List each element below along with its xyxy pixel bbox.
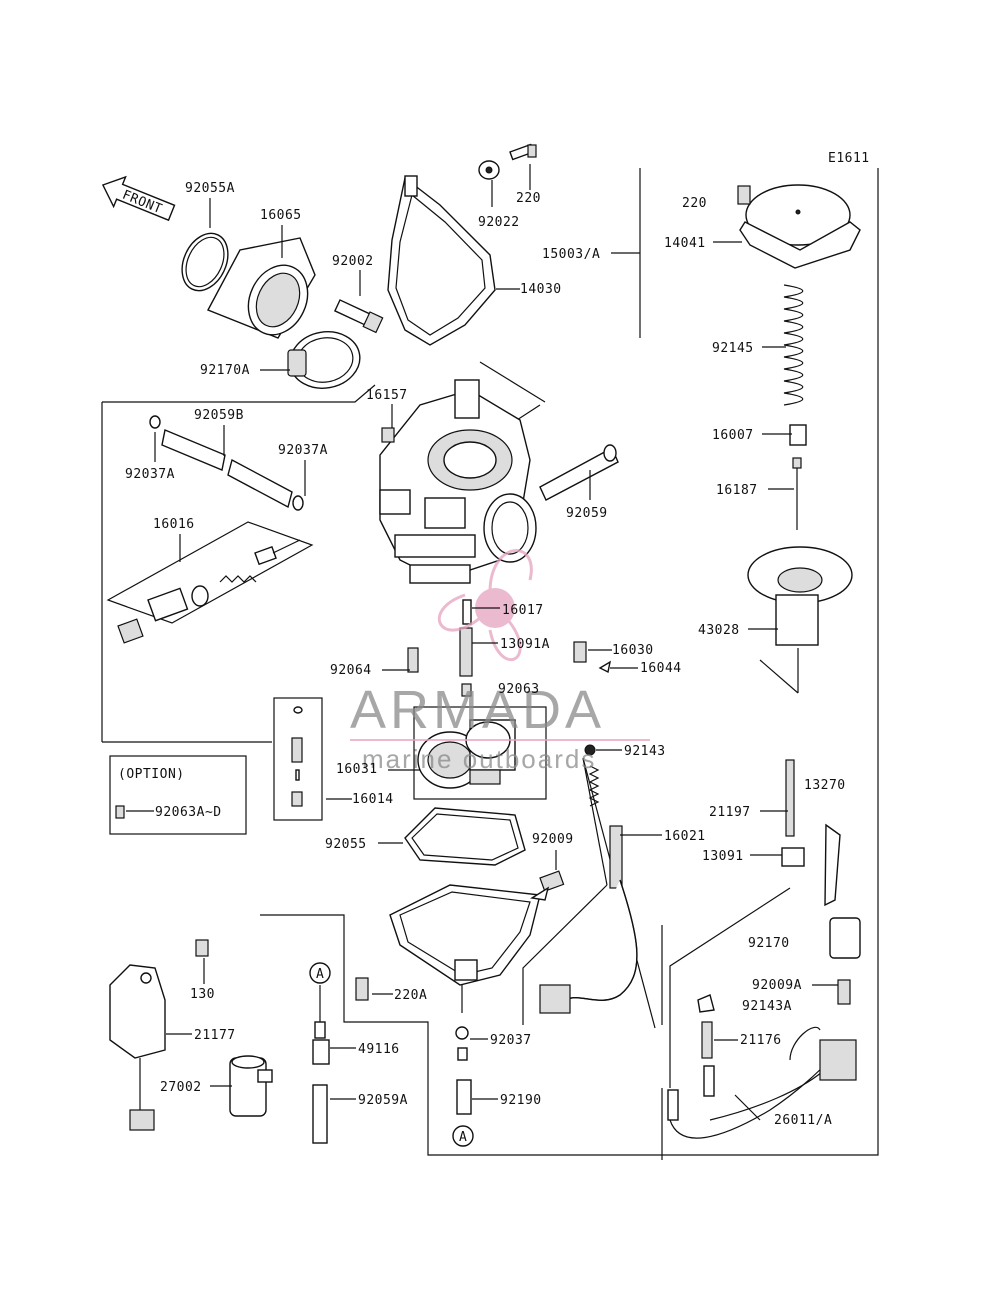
part-label: 92170A (200, 363, 250, 378)
part-label: 21197 (709, 805, 751, 820)
part-label: 16021 (664, 829, 706, 844)
part-label: 14030 (520, 282, 562, 297)
spring-part (783, 284, 804, 406)
part-label: 21177 (194, 1028, 236, 1043)
part-label: 21176 (740, 1033, 782, 1048)
part-label: 92190 (500, 1093, 542, 1108)
part-label: 16017 (502, 603, 544, 618)
part-label: 16016 (153, 517, 195, 532)
gasket-part (404, 807, 526, 866)
svg-text:A: A (316, 967, 324, 982)
cover-part (387, 175, 496, 346)
sub-body-part (417, 719, 516, 789)
part-label: 92063A~D (155, 805, 222, 820)
jet-parts (115, 599, 473, 819)
part-label: 26011/A (774, 1113, 832, 1128)
part-label: 16014 (352, 792, 394, 807)
part-label: 13091A (500, 637, 550, 652)
carburetor-body-part (379, 379, 537, 584)
part-label: 92059B (194, 408, 244, 423)
part-label: 92143A (742, 999, 792, 1014)
clamp-part (287, 331, 361, 389)
sensor-parts (697, 759, 861, 1059)
part-label: 92063 (498, 682, 540, 697)
part-label: 92037A (125, 467, 175, 482)
part-label: 16065 (260, 208, 302, 223)
pilot-screw-part (106, 521, 314, 644)
holder-part (789, 424, 807, 446)
part-label: 43028 (698, 623, 740, 638)
part-label: 13270 (804, 778, 846, 793)
watermark-logo: ARMADA marine outboards (350, 549, 650, 774)
part-label: 92143 (624, 744, 666, 759)
harness-part (667, 1026, 857, 1139)
front-arrow-icon: FRONT (101, 175, 176, 222)
part-label: 92059A (358, 1093, 408, 1108)
screw-220-part (509, 143, 537, 161)
circle-a-marker-top (309, 962, 331, 984)
leader-line (734, 1094, 761, 1121)
part-label: 220A (394, 988, 427, 1003)
pin-parts: A A (309, 962, 474, 1147)
part-label: 92022 (478, 215, 520, 230)
watermark-brand: ARMADA (350, 680, 605, 740)
part-label: 92037 (490, 1033, 532, 1048)
screw-part (333, 299, 384, 334)
part-label: 92055A (185, 181, 235, 196)
part-label: 92009 (532, 832, 574, 847)
tube-parts (149, 415, 619, 511)
part-label: 92059 (566, 506, 608, 521)
part-label: 92055 (325, 837, 367, 852)
part-label: 92002 (332, 254, 374, 269)
part-label: 16044 (640, 661, 682, 676)
drain-screw-part (530, 870, 565, 901)
screw-220a-part (355, 977, 369, 1001)
diagram-code: E1611 (828, 151, 870, 166)
svg-text:A: A (459, 1130, 467, 1145)
option-label: (OPTION) (118, 767, 185, 782)
watermark-tagline: marine outboards (362, 744, 596, 774)
float-chamber-part (389, 884, 541, 986)
diaphragm-part (747, 546, 853, 646)
part-label: 92064 (330, 663, 372, 678)
hose-part (539, 744, 638, 1014)
part-label: 16030 (612, 643, 654, 658)
needle-part (792, 457, 802, 530)
part-label: 130 (190, 987, 215, 1002)
part-label: 220 (516, 191, 541, 206)
vacuum-cover-part (737, 184, 861, 269)
intake-holder-part (207, 237, 316, 339)
part-label: 16187 (716, 483, 758, 498)
part-label: 220 (682, 196, 707, 211)
clip-part (598, 660, 611, 674)
jet-needle-part (573, 641, 587, 663)
part-label: 92170 (748, 936, 790, 951)
part-label: 92037A (278, 443, 328, 458)
part-label: 49116 (358, 1042, 400, 1057)
part-label: 92145 (712, 341, 754, 356)
part-label: 16031 (336, 762, 378, 777)
part-label: 14041 (664, 236, 706, 251)
part-label: 27002 (160, 1080, 202, 1095)
circle-a-marker-bottom (452, 1125, 474, 1147)
part-label: 13091 (702, 849, 744, 864)
solenoid-parts (109, 939, 273, 1131)
part-label: 92009A (752, 978, 802, 993)
part-label: 16157 (366, 388, 408, 403)
part-label: 15003/A (542, 247, 600, 262)
part-number-labels: 92055A16065920029202222015003/A140309217… (125, 164, 846, 1128)
part-label: 16007 (712, 428, 754, 443)
fitting-part (381, 427, 395, 443)
